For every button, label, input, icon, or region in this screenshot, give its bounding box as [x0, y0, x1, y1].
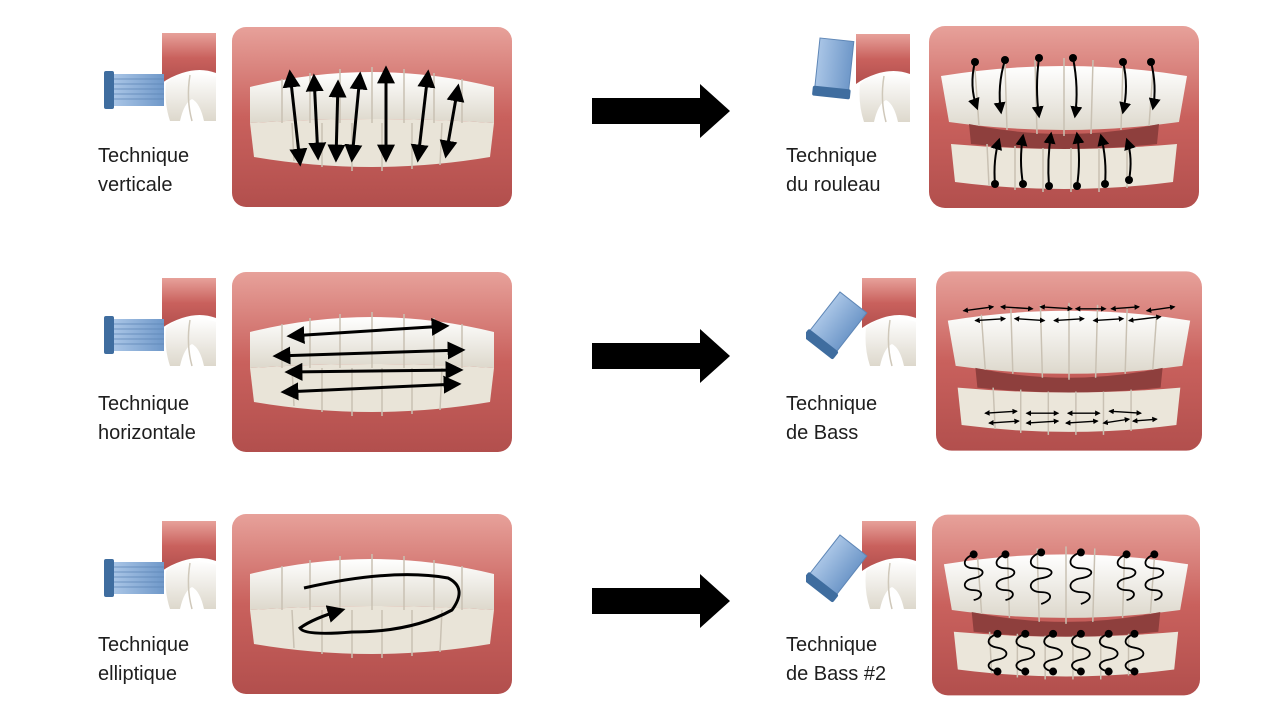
label-line1: Technique	[98, 393, 190, 415]
label-line2: horizontale	[98, 422, 196, 444]
label-technique-rouleau: Technique du rouleau	[786, 142, 881, 200]
label-line2: de Bass	[786, 422, 859, 444]
label-line1: Technique	[786, 634, 878, 656]
brush-horizontal-icon	[103, 278, 217, 367]
label-technique-bass: Technique de Bass	[786, 390, 877, 448]
transition-arrow	[592, 329, 730, 383]
transition-arrow	[592, 574, 730, 628]
label-technique-bass-2: Technique de Bass #2	[786, 631, 886, 689]
label-line2: du rouleau	[786, 174, 881, 196]
label-technique-verticale: Technique verticale	[98, 142, 189, 200]
label-technique-horizontale: Technique horizontale	[98, 390, 196, 448]
label-line2: verticale	[98, 174, 173, 196]
label-line1: Technique	[786, 145, 878, 167]
brush-roll-icon	[811, 34, 911, 123]
brush-elliptic-icon	[103, 521, 217, 610]
brush-vertical-icon	[103, 33, 217, 122]
brush-bass-icon	[806, 278, 916, 367]
mouth-bass-2-diagram	[932, 514, 1200, 696]
mouth-vertical-diagram	[232, 27, 512, 207]
mouth-bass-diagram	[936, 270, 1202, 452]
brush-bass-2-icon	[806, 521, 916, 610]
mouth-horizontal-diagram	[232, 272, 512, 452]
label-line1: Technique	[98, 145, 190, 167]
mouth-roll-diagram	[929, 26, 1199, 208]
label-technique-elliptique: Technique elliptique	[98, 631, 189, 689]
label-line2: de Bass #2	[786, 663, 887, 685]
label-line1: Technique	[786, 393, 878, 415]
label-line1: Technique	[98, 634, 190, 656]
transition-arrow	[592, 84, 730, 138]
label-line2: elliptique	[98, 663, 177, 685]
mouth-elliptic-diagram	[232, 514, 512, 694]
